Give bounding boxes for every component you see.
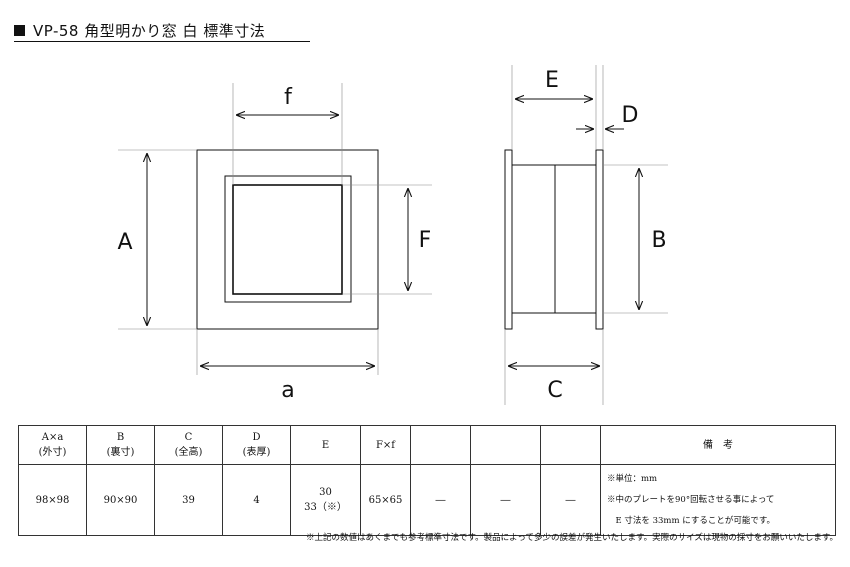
header-blank-3	[540, 425, 601, 465]
spec-table: A×a(外寸) B(裏寸) C(全高) D(表厚) E F×f 備 考 98×9…	[18, 425, 836, 536]
label-A: A	[117, 230, 132, 255]
label-f: f	[284, 85, 293, 110]
cell-blank-2: ―	[470, 464, 541, 536]
label-E: E	[545, 68, 559, 93]
front-outer-frame	[196, 149, 379, 330]
spec-table-header-row: A×a(外寸) B(裏寸) C(全高) D(表厚) E F×f 備 考	[18, 425, 836, 465]
note-unit: ※単位：mm	[607, 473, 658, 484]
label-D: D	[622, 103, 639, 128]
front-view	[118, 83, 432, 375]
header-Ff: F×f	[360, 425, 411, 465]
title-underline	[14, 41, 310, 42]
cell-C: 39	[154, 464, 223, 536]
cell-blank-1: ―	[410, 464, 471, 536]
header-remarks: 備 考	[600, 425, 836, 465]
cell-B: 90×90	[86, 464, 155, 536]
note-rotate: ※中のプレートを90°回転させる事によって	[607, 494, 775, 505]
front-middle-frame	[224, 175, 352, 303]
technical-drawing: f A F a E D B C	[117, 65, 668, 405]
header-blank-2	[470, 425, 541, 465]
side-view	[504, 65, 668, 405]
front-inner-opening	[232, 184, 343, 295]
note-e-dimension: E 寸法を 33mm にすることが可能です。	[607, 515, 775, 526]
header-Aa: A×a(外寸)	[18, 425, 87, 465]
title-text: VP-58 角型明かり窓 白 標準寸法	[33, 22, 266, 40]
header-blank-1	[410, 425, 471, 465]
cell-Ff: 65×65	[360, 464, 411, 536]
header-D: D(表厚)	[222, 425, 291, 465]
cell-remarks: ※単位：mm ※中のプレートを90°回転させる事によって E 寸法を 33mm …	[600, 464, 836, 536]
header-C: C(全高)	[154, 425, 223, 465]
footnote: ※上記の数値はあくまでも参考標準寸法です。製品によって多少の誤差が発生いたします…	[305, 533, 838, 543]
header-E: E	[290, 425, 361, 465]
label-F: F	[419, 228, 432, 253]
side-front-flange	[595, 149, 604, 330]
label-a: a	[281, 378, 294, 403]
cell-D: 4	[222, 464, 291, 536]
cell-blank-3: ―	[540, 464, 601, 536]
side-rear-flange	[504, 149, 513, 330]
cell-Aa: 98×98	[18, 464, 87, 536]
page-title: VP-58 角型明かり窓 白 標準寸法	[14, 20, 265, 41]
title-square-icon	[14, 25, 25, 36]
label-B: B	[651, 228, 666, 253]
header-B: B(裏寸)	[86, 425, 155, 465]
side-body	[511, 164, 597, 314]
label-C: C	[547, 378, 562, 403]
